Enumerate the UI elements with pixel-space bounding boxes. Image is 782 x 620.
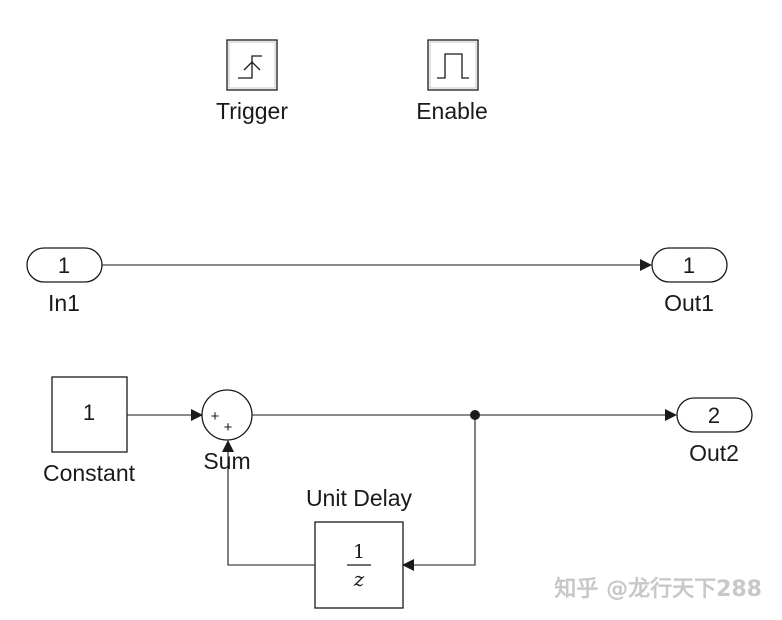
out2-port-number: 2 <box>708 403 720 428</box>
unit-delay-denominator: z <box>353 567 365 591</box>
constant-value: 1 <box>83 400 95 425</box>
out1-label: Out1 <box>664 290 714 316</box>
out1-port-number: 1 <box>683 253 695 278</box>
trigger-icon <box>238 55 262 79</box>
enable-block[interactable] <box>427 39 479 91</box>
sum-sign-top: + <box>211 408 220 425</box>
in1-port[interactable]: 1 <box>26 247 103 283</box>
out2-label: Out2 <box>689 440 739 466</box>
out1-port[interactable]: 1 <box>651 247 728 283</box>
in1-port-number: 1 <box>58 253 70 278</box>
out2-port[interactable]: 2 <box>676 397 753 433</box>
trigger-block[interactable] <box>226 39 278 91</box>
unit-delay-numerator: 1 <box>353 541 365 563</box>
watermark-text: 知乎 @龙行天下288 <box>554 576 762 602</box>
sum-sign-bottom: + <box>224 419 233 436</box>
signal-line-unit-delay-sum[interactable] <box>222 440 315 566</box>
enable-label: Enable <box>416 98 488 124</box>
sum-block[interactable]: + + <box>201 389 253 441</box>
in1-label: In1 <box>48 290 80 316</box>
pulse-icon <box>437 53 469 79</box>
unit-delay-label: Unit Delay <box>306 485 413 511</box>
sum-label: Sum <box>203 448 250 474</box>
constant-block[interactable]: 1 <box>51 376 128 453</box>
signal-line-branch-unit-delay[interactable] <box>402 415 476 571</box>
constant-label: Constant <box>43 460 136 486</box>
trigger-label: Trigger <box>216 98 288 124</box>
unit-delay-block[interactable]: 1 z <box>314 521 404 609</box>
